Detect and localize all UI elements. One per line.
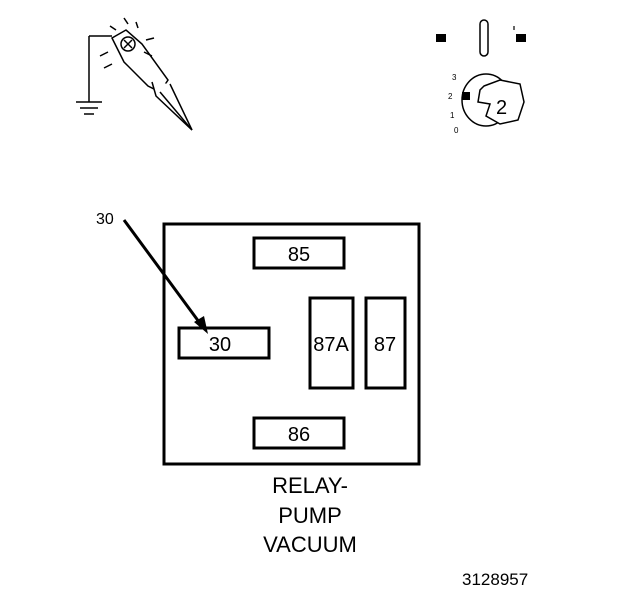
test-light-probe-icon bbox=[76, 17, 193, 131]
terminal-87: 87 bbox=[364, 296, 407, 390]
terminal-30: 30 bbox=[177, 326, 271, 360]
terminal-87-label: 87 bbox=[374, 334, 396, 356]
terminal-86-label: 86 bbox=[288, 424, 310, 446]
caption-line-1: RELAY- bbox=[272, 473, 348, 498]
terminal-85: 85 bbox=[252, 236, 346, 270]
ignition-position-0: 0 bbox=[454, 126, 459, 135]
ignition-key-position: 2 bbox=[496, 97, 507, 119]
ignition-key-switch-icon: 2 3 2 1 0 bbox=[436, 19, 526, 135]
ignition-position-3: 3 bbox=[452, 73, 457, 82]
terminal-87a: 87A bbox=[308, 296, 355, 390]
ignition-position-2: 2 bbox=[448, 92, 453, 101]
figure-number: 3128957 bbox=[462, 570, 529, 589]
terminal-86: 86 bbox=[252, 416, 346, 450]
ignition-position-1: 1 bbox=[450, 111, 455, 120]
terminal-85-label: 85 bbox=[288, 244, 310, 266]
pointer-arrow bbox=[122, 219, 208, 334]
terminal-87a-label: 87A bbox=[313, 334, 349, 356]
caption-line-3: VACUUM bbox=[263, 532, 357, 557]
caption-line-2: PUMP bbox=[278, 503, 342, 528]
pointer-label-30: 30 bbox=[96, 211, 114, 228]
terminal-30-label: 30 bbox=[209, 334, 231, 356]
